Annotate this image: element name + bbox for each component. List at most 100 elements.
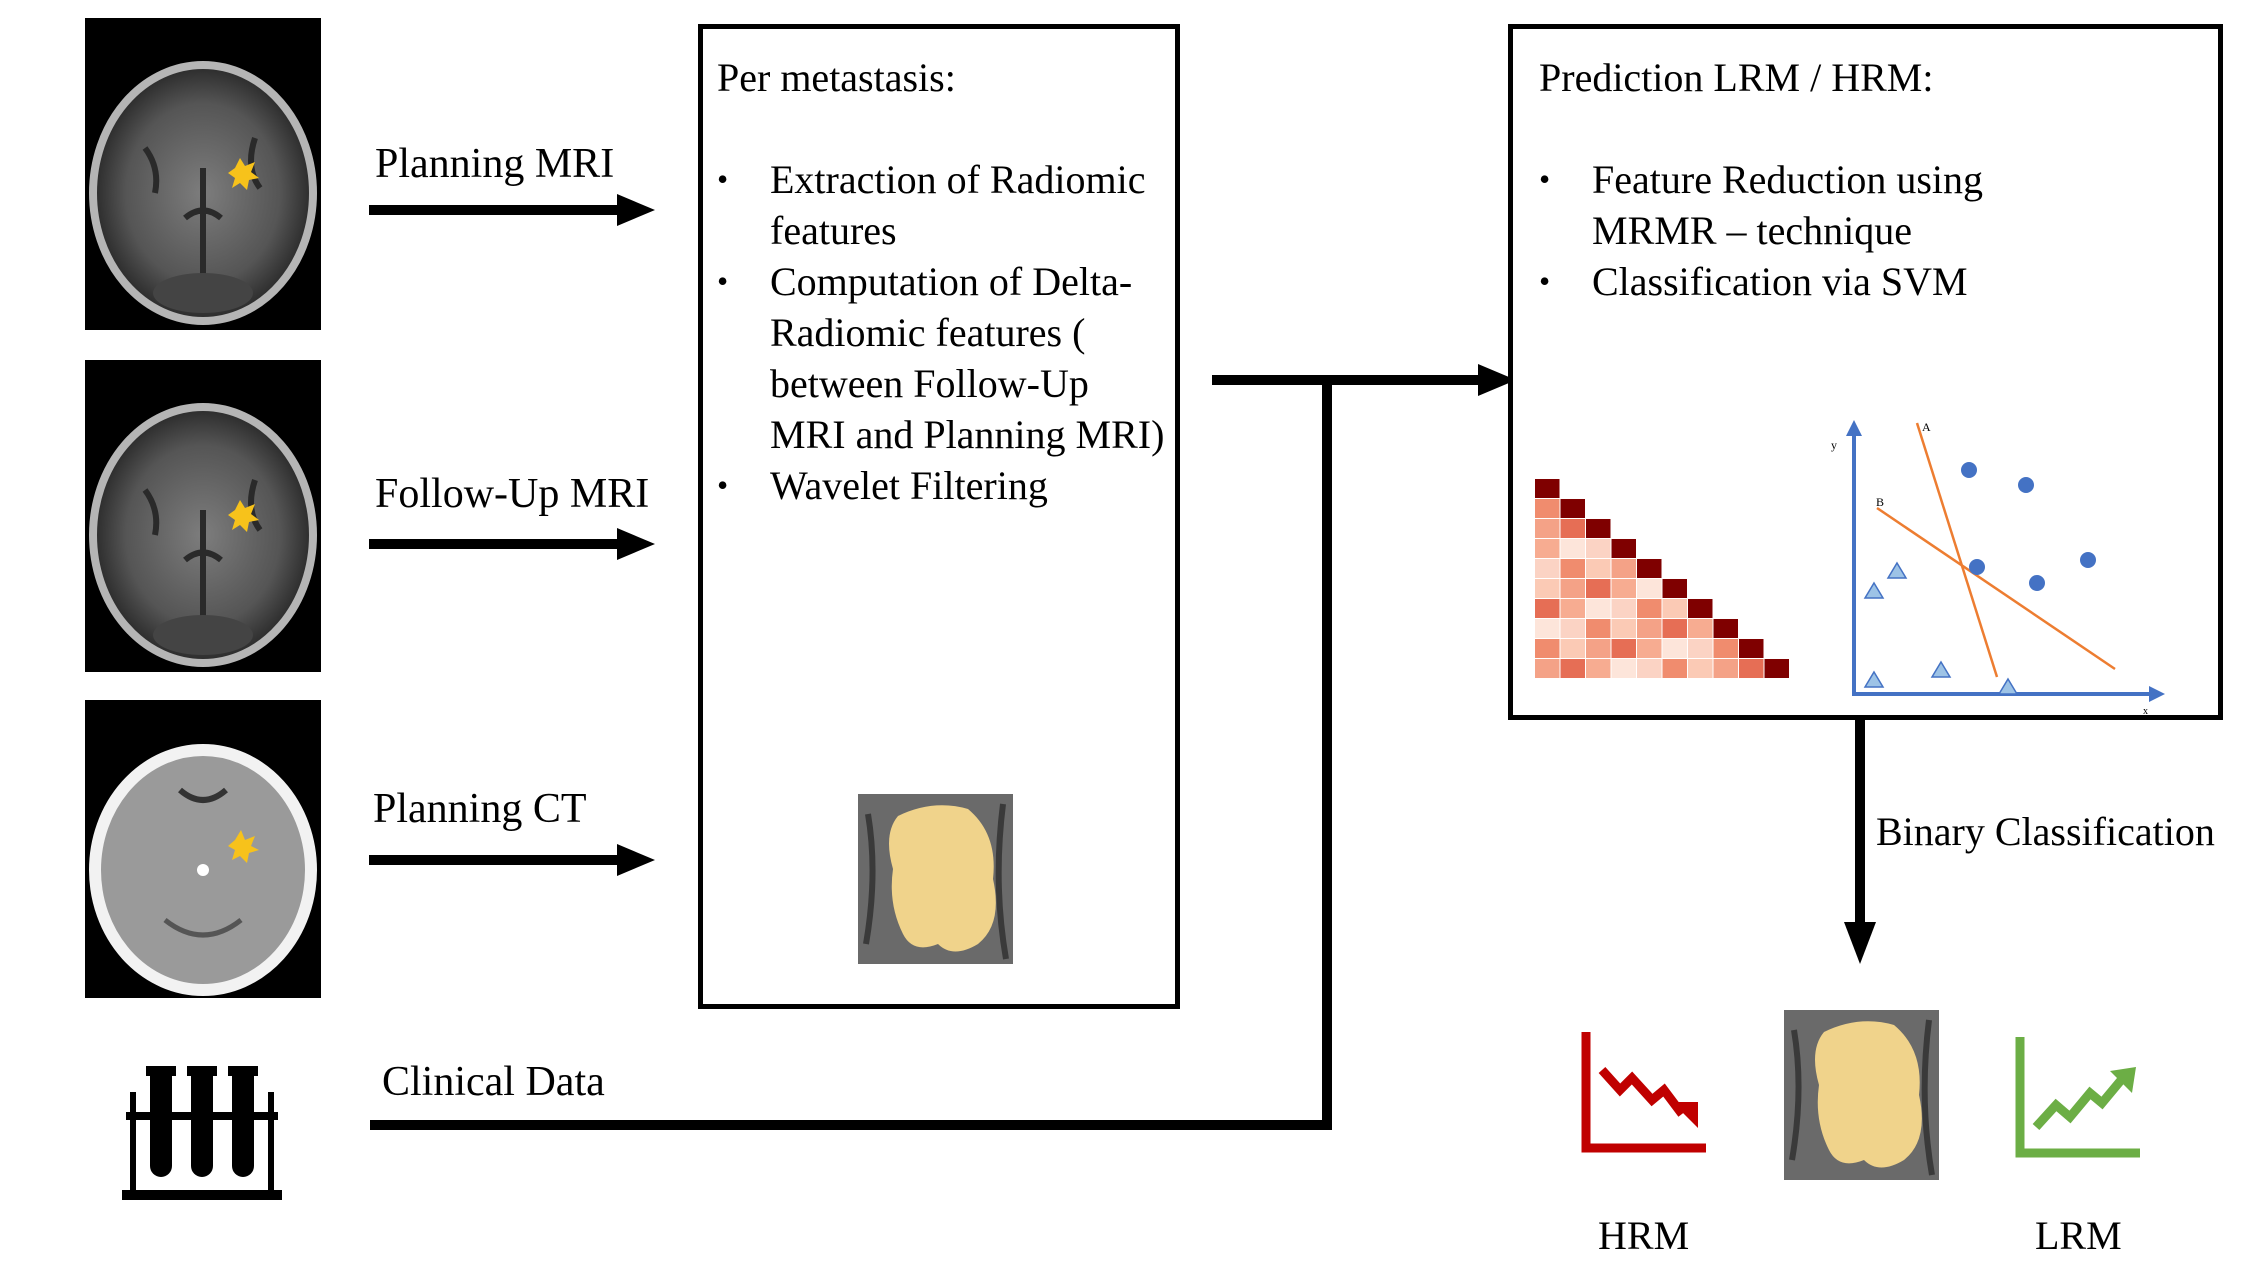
- lrm-trend-up-icon: [2015, 1037, 2140, 1158]
- svm-plot: y x A B: [1831, 420, 2165, 714]
- heatmap-cell: [1535, 519, 1560, 538]
- svm-point-triangle: [1997, 677, 2019, 695]
- bullet-wavelet-filtering: Wavelet Filtering: [717, 460, 1167, 511]
- prediction-bullets: Feature Reduction using MRMR – technique…: [1539, 154, 2099, 307]
- planning-ct-label: Planning CT: [373, 786, 587, 832]
- test-tubes-icon: [122, 1066, 282, 1204]
- heatmap-cell: [1662, 639, 1687, 658]
- heatmap-diagonal-cell: [1739, 639, 1764, 658]
- hrm-trend-down-icon: [1581, 1032, 1706, 1153]
- bullet-radiomic-extraction: Extraction of Radiomic features: [717, 154, 1167, 256]
- heatmap-cell: [1560, 539, 1585, 558]
- heatmap-cell: [1535, 639, 1560, 658]
- svm-line-a-label: A: [1922, 420, 1931, 434]
- heatmap-cell: [1637, 659, 1662, 678]
- heatmap-cell: [1688, 639, 1713, 658]
- clinical-data-label: Clinical Data: [382, 1059, 605, 1105]
- heatmap-cell: [1611, 619, 1636, 638]
- heatmap-cell: [1637, 639, 1662, 658]
- segmented-tumor-image: [858, 794, 1013, 964]
- svm-x-arrowhead: [2149, 686, 2165, 702]
- planning-mri-arrow: [369, 194, 655, 226]
- heatmap-cell: [1535, 539, 1560, 558]
- svm-point-circle: [2018, 477, 2034, 493]
- bullet-feature-reduction: Feature Reduction using MRMR – technique: [1539, 154, 2099, 256]
- heatmap-cell: [1535, 499, 1560, 518]
- heatmap-diagonal-cell: [1688, 599, 1713, 618]
- heatmap-cell: [1560, 639, 1585, 658]
- heatmap-cell: [1560, 659, 1585, 678]
- heatmap-cell: [1611, 599, 1636, 618]
- heatmap-cell: [1611, 639, 1636, 658]
- followup-mri-label: Follow-Up MRI: [375, 471, 650, 517]
- heatmap-cell: [1637, 579, 1662, 598]
- heatmap-cell: [1586, 599, 1611, 618]
- svm-y-arrowhead: [1846, 420, 1862, 436]
- heatmap-cell: [1662, 659, 1687, 678]
- heatmap-cell: [1637, 599, 1662, 618]
- planning-mri-label: Planning MRI: [375, 141, 615, 187]
- svm-point-triangle: [1886, 561, 1908, 579]
- per-metastasis-title: Per metastasis:: [717, 55, 956, 100]
- heatmap-diagonal-cell: [1586, 519, 1611, 538]
- heatmap-cell: [1586, 579, 1611, 598]
- heatmap-cell: [1637, 619, 1662, 638]
- svm-point-circle: [1961, 462, 1977, 478]
- lrm-label: LRM: [2035, 1213, 2122, 1258]
- heatmap-cell: [1535, 619, 1560, 638]
- heatmap-diagonal-cell: [1535, 479, 1560, 498]
- binary-classification-label: Binary Classification: [1876, 809, 2215, 854]
- merge-connector: [370, 364, 1516, 1130]
- heatmap-cell: [1688, 619, 1713, 638]
- heatmap-cell: [1586, 559, 1611, 578]
- heatmap-cell: [1535, 599, 1560, 618]
- planning-mri-image: [85, 18, 321, 330]
- svm-line-b: [1876, 506, 2116, 671]
- svm-line-a: [1915, 422, 1999, 678]
- per-metastasis-bullets: Extraction of Radiomic features Computat…: [717, 154, 1167, 511]
- heatmap-diagonal-cell: [1713, 619, 1738, 638]
- followup-mri-arrow: [369, 528, 655, 560]
- hrm-label: HRM: [1598, 1213, 1690, 1258]
- planning-ct-arrow: [369, 844, 655, 876]
- prediction-box: Prediction LRM / HRM: Feature Reduction …: [1508, 24, 2223, 720]
- heatmap-diagonal-cell: [1560, 499, 1585, 518]
- heatmap-cell: [1662, 619, 1687, 638]
- heatmap-cell: [1586, 639, 1611, 658]
- heatmap-cell: [1560, 599, 1585, 618]
- heatmap-cell: [1688, 659, 1713, 678]
- heatmap-cell: [1535, 659, 1560, 678]
- heatmap-cell: [1560, 579, 1585, 598]
- heatmap-diagonal-cell: [1662, 579, 1687, 598]
- heatmap-cell: [1713, 659, 1738, 678]
- heatmap-cell: [1560, 559, 1585, 578]
- svm-x-label: x: [2143, 706, 2148, 714]
- svm-point-triangle: [1863, 670, 1885, 688]
- svm-line-b-label: B: [1876, 495, 1884, 509]
- heatmap-cell: [1586, 619, 1611, 638]
- heatmap-cell: [1586, 659, 1611, 678]
- heatmap-cell: [1611, 659, 1636, 678]
- svm-point-circle: [2080, 552, 2096, 568]
- bullet-svm-classification: Classification via SVM: [1539, 256, 2099, 307]
- prediction-title: Prediction LRM / HRM:: [1539, 55, 1934, 100]
- binary-classification-arrow: [1844, 718, 1876, 964]
- heatmap-cell: [1713, 639, 1738, 658]
- heatmap-diagonal-cell: [1637, 559, 1662, 578]
- planning-ct-image: [85, 700, 321, 998]
- followup-mri-image: [85, 360, 321, 672]
- heatmap-diagonal-cell: [1764, 659, 1789, 678]
- heatmap-cell: [1535, 559, 1560, 578]
- per-metastasis-box: Per metastasis: Extraction of Radiomic f…: [698, 24, 1180, 1009]
- heatmap-diagonal-cell: [1611, 539, 1636, 558]
- heatmap-cell: [1611, 579, 1636, 598]
- outcome-tumor-image: [1784, 1010, 1939, 1180]
- bullet-delta-radiomic: Computation of Delta-Radiomic features (…: [717, 256, 1167, 460]
- svm-point-triangle: [1863, 581, 1885, 599]
- svm-point-triangle: [1930, 660, 1952, 678]
- heatmap-cell: [1662, 599, 1687, 618]
- heatmap-cell: [1739, 659, 1764, 678]
- heatmap-cell: [1535, 579, 1560, 598]
- heatmap-cell: [1560, 519, 1585, 538]
- correlation-heatmap: [1535, 479, 1789, 678]
